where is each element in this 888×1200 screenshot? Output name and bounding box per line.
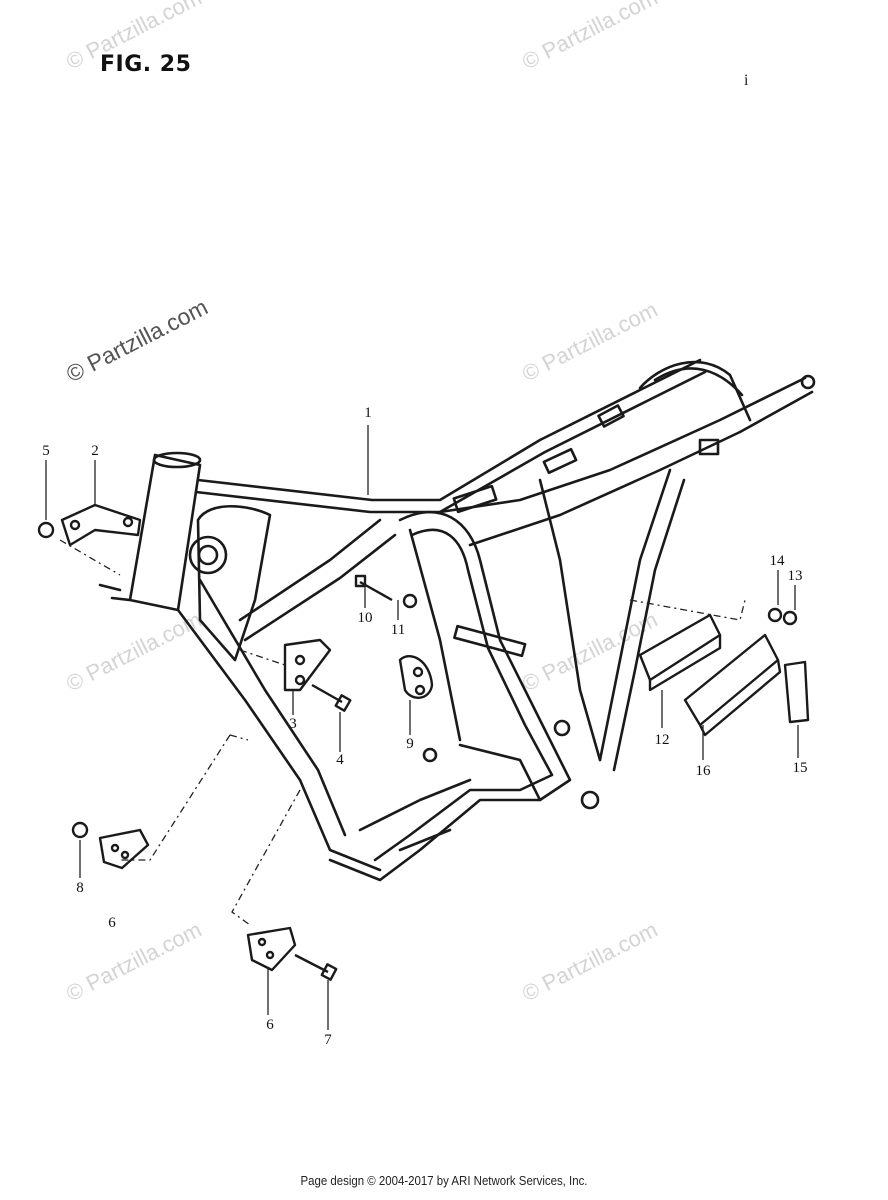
part-8-nut <box>71 821 89 839</box>
callout-8: 8 <box>76 880 84 896</box>
part-9-bracket <box>398 654 434 699</box>
part-6-plate <box>98 828 150 870</box>
part-13-bolt <box>782 610 798 626</box>
callout-1: 1 <box>364 405 372 421</box>
part-5-nut <box>37 521 55 539</box>
callout-13: 13 <box>787 568 803 584</box>
cradle-loop <box>328 510 572 882</box>
part-14-washer <box>767 607 783 623</box>
callout-14: 14 <box>769 553 785 569</box>
part-7-bolt <box>294 953 329 974</box>
rear-loop <box>638 360 752 422</box>
callout-5: 5 <box>42 443 50 459</box>
corner-mark: i <box>744 72 749 89</box>
callout-9: 9 <box>406 736 414 752</box>
gusset-plate <box>196 504 272 662</box>
footer-copyright: Page design © 2004-2017 by ARI Network S… <box>300 1173 588 1188</box>
main-top-tube <box>196 358 702 502</box>
callout-12: 12 <box>654 732 670 748</box>
right-seat-rail <box>438 376 807 514</box>
figure-title: FIG. 25 <box>100 52 192 77</box>
callout-7: 7 <box>324 1032 332 1048</box>
part-6-plate <box>246 926 297 972</box>
callout-11: 11 <box>390 622 406 638</box>
callout-15: 15 <box>792 760 808 776</box>
part-4-bolt <box>311 683 343 704</box>
callout-2: 2 <box>91 443 99 459</box>
front-down-tube <box>176 608 382 872</box>
part-11-nut <box>402 593 418 609</box>
callout-3: 3 <box>289 716 297 732</box>
callout-10: 10 <box>357 610 373 626</box>
part-3-bracket <box>283 638 332 692</box>
callout-4: 4 <box>336 752 344 768</box>
part-12-guard <box>638 613 722 682</box>
callout-6: 6 <box>108 915 116 931</box>
callout-16: 16 <box>695 763 711 779</box>
callout-6: 6 <box>266 1017 274 1033</box>
part-15-strap <box>783 660 810 724</box>
